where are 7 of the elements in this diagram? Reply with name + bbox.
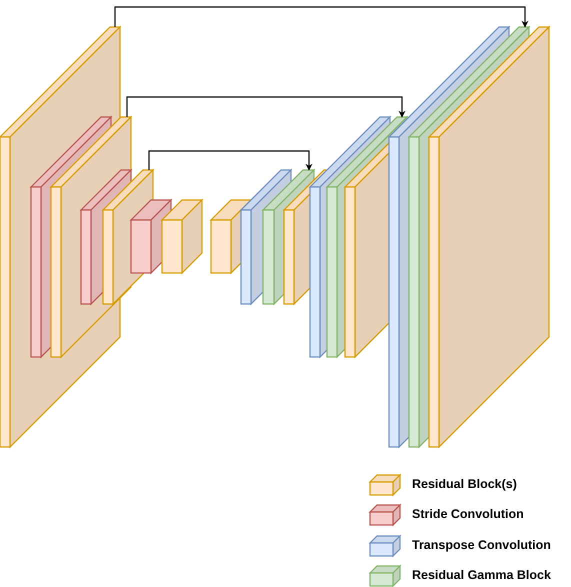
connector-arrow (148, 150, 312, 171)
legend-label: Residual Gamma Block (412, 568, 551, 582)
connector-arrow (126, 96, 406, 118)
legend-label: Transpose Convolution (412, 538, 551, 552)
connector-arrow (114, 6, 528, 28)
legend-label: Residual Block(s) (412, 477, 517, 491)
legend-label: Stride Convolution (412, 507, 524, 521)
